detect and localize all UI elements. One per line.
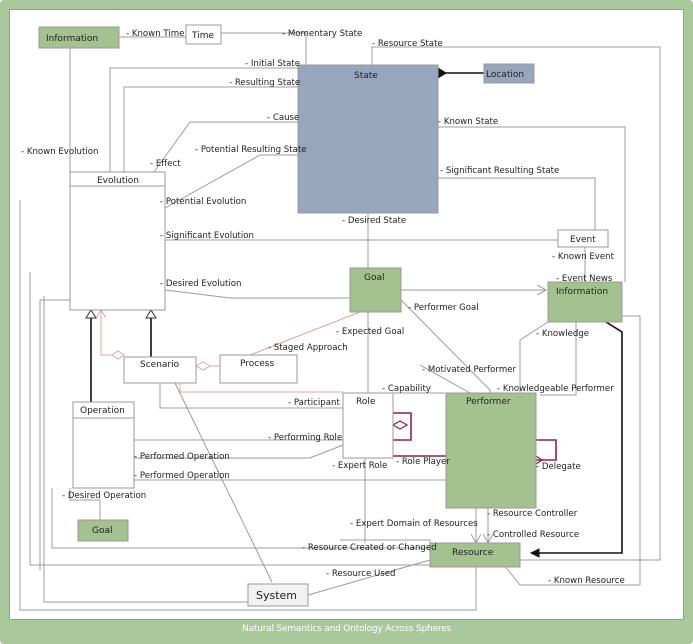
node-information-right[interactable]: Information <box>547 281 623 323</box>
svg-text:Performer: Performer <box>466 397 511 407</box>
svg-text:Role: Role <box>356 397 376 407</box>
edge-label-known-state: - Known State <box>438 117 498 127</box>
diagram-caption: Natural Semantics and Ontology Across Sp… <box>242 624 451 634</box>
edge-label-potential-evolution: - Potential Evolution <box>160 197 246 207</box>
edge-label-performing-role: - Performing Role <box>268 433 342 443</box>
node-location[interactable]: Location <box>483 63 535 84</box>
edge-label-initial-state: - Initial State <box>245 59 300 69</box>
edge-label-known-resource: - Known Resource <box>548 576 625 586</box>
edge-label-resource-state: - Resource State <box>372 39 443 49</box>
svg-text:Event: Event <box>570 235 596 245</box>
edge-label-cause: - Cause <box>267 113 299 123</box>
edge-label-significant-resulting-state: - Significant Resulting State <box>440 166 559 176</box>
svg-text:Scenario: Scenario <box>140 360 180 370</box>
svg-text:Resource: Resource <box>452 548 494 558</box>
svg-text:Time: Time <box>191 31 214 41</box>
edge-label-known-evolution: - Known Evolution <box>21 147 98 157</box>
edge-label-expected-goal: - Expected Goal <box>336 327 404 337</box>
node-state[interactable]: State <box>297 64 439 214</box>
edge-label-event-news: - Event News <box>556 274 613 284</box>
edge-label-staged-approach: - Staged Approach <box>268 343 348 353</box>
composition-lines <box>95 309 361 393</box>
node-scenario[interactable]: Scenario <box>123 356 197 384</box>
node-goal-mid[interactable]: Goal <box>349 267 402 313</box>
edge-label-knowledgeable-performer: - Knowledgeable Performer <box>497 384 614 394</box>
node-performer[interactable]: Performer <box>445 392 537 509</box>
svg-text:Goal: Goal <box>364 273 385 283</box>
svg-text:System: System <box>256 589 297 602</box>
edge-label-participant: - Participant <box>288 398 340 408</box>
edge-label-performed-operation-2: - Performed Operation <box>134 471 230 481</box>
node-goal-bottom[interactable]: Goal <box>77 519 129 542</box>
edge-label-delegate: - Delegate <box>536 462 581 472</box>
svg-text:Evolution: Evolution <box>97 176 139 186</box>
edge-label-expert-role: - Expert Role <box>332 461 387 471</box>
edge-label-performed-operation-1: - Performed Operation <box>134 452 230 462</box>
edge-label-potential-resulting-state: - Potential Resulting State <box>195 145 307 155</box>
edge-label-effect: - Effect <box>150 159 181 169</box>
edge-label-known-time: - Known Time <box>126 29 184 39</box>
edge-label-resource-controller: - Resource Controller <box>487 509 578 519</box>
node-evolution[interactable]: Evolution <box>69 171 166 311</box>
edge-label-motivated-performer: - Motivated Performer <box>422 365 516 375</box>
node-resource[interactable]: Resource <box>429 542 521 568</box>
edge-label-resource-created-or-changed: - Resource Created or Changed <box>302 543 437 553</box>
svg-text:Information: Information <box>46 34 98 44</box>
edge-label-significant-evolution: - Significant Evolution <box>160 231 254 241</box>
edge-label-expert-domain-of-resources: - Expert Domain of Resources <box>350 519 478 529</box>
node-event[interactable]: Event <box>557 229 609 248</box>
svg-text:Goal: Goal <box>92 526 113 536</box>
edge-label-desired-state: - Desired State <box>342 216 406 226</box>
node-information-top[interactable]: Information <box>38 26 120 49</box>
edge-label-role-player: - Role Player <box>396 457 450 467</box>
node-role[interactable]: Role <box>342 392 394 459</box>
svg-text:Location: Location <box>486 70 524 80</box>
generalization-lines <box>85 67 623 558</box>
edge-labels: - Known Time - Momentary State - Resourc… <box>21 29 625 586</box>
edge-label-knowledge: - Knowledge <box>536 329 589 339</box>
node-operation[interactable]: Operation <box>72 401 135 489</box>
edge-label-resulting-state: - Resulting State <box>229 78 300 88</box>
edge-label-desired-evolution: - Desired Evolution <box>160 279 242 289</box>
svg-text:Operation: Operation <box>80 406 125 416</box>
edge-label-controlled-resource: - Controlled Resource <box>487 530 579 540</box>
edge-label-desired-operation: - Desired Operation <box>62 491 146 501</box>
svg-text:State: State <box>354 71 378 81</box>
node-time[interactable]: Time <box>185 24 222 45</box>
edge-label-resource-used: - Resource Used <box>326 569 395 579</box>
self-relations <box>391 412 557 465</box>
edge-label-momentary-state: - Momentary State <box>282 29 362 39</box>
svg-text:Information: Information <box>556 287 608 297</box>
edge-label-performer-goal: - Performer Goal <box>408 303 479 313</box>
node-system[interactable]: System <box>247 583 309 607</box>
edge-label-known-event: - Known Event <box>552 252 615 262</box>
edge-label-capability: - Capability <box>382 384 431 394</box>
node-process[interactable]: Process <box>219 354 298 384</box>
svg-text:Process: Process <box>240 359 274 369</box>
